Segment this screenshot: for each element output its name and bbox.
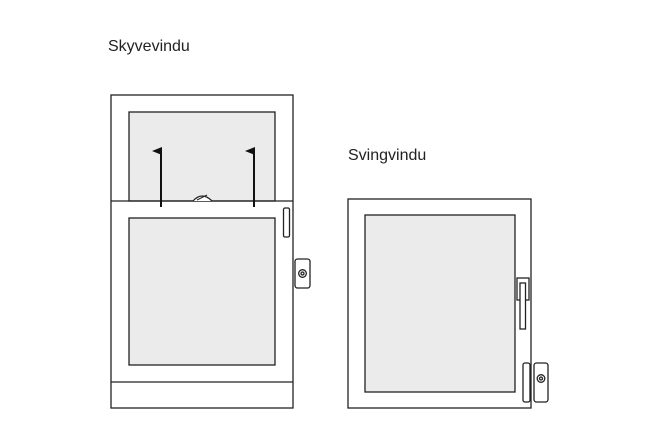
swing-window [347,198,549,409]
swing-handle [519,282,527,330]
upper-glass-pane [128,111,276,202]
sensor-box [294,258,311,289]
swing-glass-pane [364,214,516,393]
sliding-window [110,94,311,409]
sliding-handle [282,207,291,238]
sensor-icon [298,269,307,278]
lower-glass-pane [128,217,276,366]
sliding-window-label: Skyvevindu [108,38,190,55]
magnet-strip [522,362,531,403]
sensor-icon [536,374,546,383]
swing-window-label: Svingvindu [348,147,427,164]
